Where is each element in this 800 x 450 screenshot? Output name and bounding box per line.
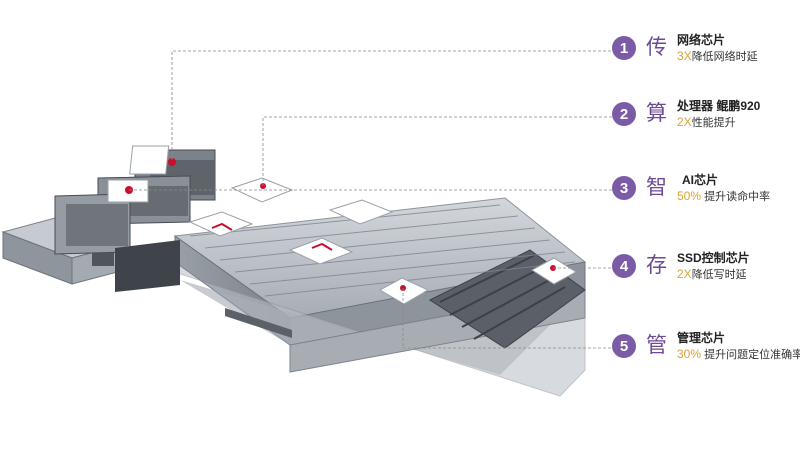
callout-highlight: 50% [677,189,701,203]
callout-number-badge: 4 [612,254,636,278]
callout-number-badge: 2 [612,102,636,126]
callout-ai-chip: 3 智 AI芯片 50% 提升读命中率 [612,170,800,214]
callout-title: 网络芯片 [677,32,725,48]
callout-desc-text: 降低网络时延 [692,51,758,63]
callout-highlight: 30% [677,347,701,361]
callout-highlight: 2X [677,115,692,129]
callout-character: 传 [646,32,667,62]
callout-desc-text: 提升读命中率 [701,191,770,203]
callout-processor: 2 算 处理器 鲲鹏920 2X性能提升 [612,96,800,140]
callout-character: 存 [646,250,667,280]
callout-description: 2X降低写时延 [677,266,747,283]
callout-number-badge: 5 [612,334,636,358]
callout-number-badge: 1 [612,36,636,60]
callout-title: AI芯片 [682,172,718,188]
callout-title: SSD控制芯片 [677,250,750,266]
callout-ssd-controller: 4 存 SSD控制芯片 2X降低写时延 [612,248,800,292]
callout-title: 管理芯片 [677,330,725,346]
callout-description: 2X性能提升 [677,114,736,131]
callout-desc-text: 性能提升 [692,117,736,129]
chip-ai [108,180,148,202]
callout-description: 3X降低网络时延 [677,48,758,65]
callout-character: 管 [646,330,667,360]
callout-description: 50% 提升读命中率 [677,188,770,205]
callout-desc-text: 降低写时延 [692,269,747,281]
callout-character: 算 [646,98,667,128]
callout-description: 30% 提升问题定位准确率 [677,346,800,363]
leader-line-1 [172,51,612,160]
leader-line-2 [263,117,612,186]
callout-desc-text: 提升问题定位准确率 [701,349,800,361]
callout-highlight: 2X [677,267,692,281]
callout-network-chip: 1 传 网络芯片 3X降低网络时延 [612,30,800,74]
callout-number-badge: 3 [612,176,636,200]
callout-title: 处理器 鲲鹏920 [677,98,760,114]
callout-highlight: 3X [677,49,692,63]
callout-management-chip: 5 管 管理芯片 30% 提升问题定位准确率 [612,328,800,372]
callout-character: 智 [646,172,667,202]
